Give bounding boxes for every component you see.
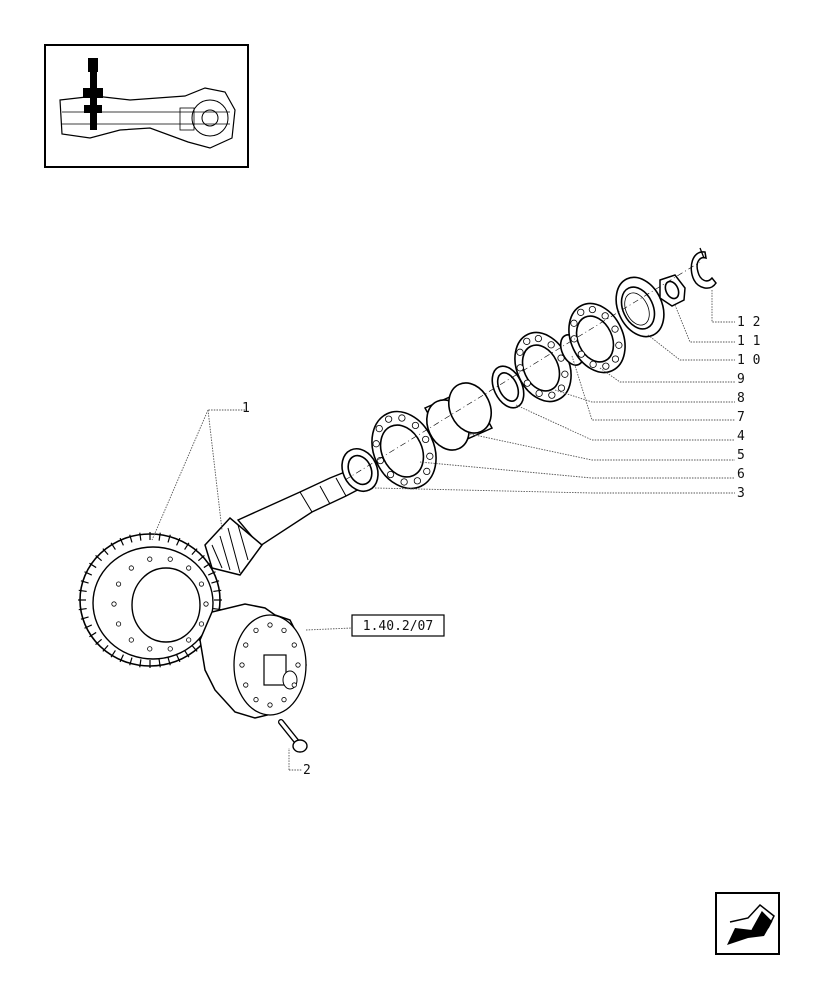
bearing-9	[568, 302, 626, 374]
callout-1: 1	[242, 401, 250, 416]
callout-12: 1 2	[737, 315, 760, 330]
callout-4: 4	[737, 429, 745, 444]
ring-gear	[78, 532, 222, 668]
washer-3	[341, 448, 379, 492]
lock-ring-12	[690, 247, 717, 289]
callout-9: 9	[737, 372, 745, 387]
callout-2: 2	[303, 763, 311, 778]
next-page-arrow-icon[interactable]	[715, 892, 780, 955]
callout-5: 5	[737, 448, 745, 463]
reference-link-text[interactable]: 1.40.2/07	[363, 619, 433, 634]
pinion-shaft	[204, 469, 367, 576]
callout-3: 3	[737, 486, 745, 501]
bolt	[278, 719, 308, 753]
reference-link-box[interactable]: 1.40.2/07	[351, 614, 445, 637]
callout-11: 1 1	[737, 334, 760, 349]
differential-housing	[199, 603, 307, 719]
shim-4	[491, 365, 525, 409]
nut-11	[659, 274, 686, 307]
callout-labels: 1 2 3 4 5 6 7 8 9 1 0 1 1 1 2	[242, 315, 760, 778]
callout-8: 8	[737, 391, 745, 406]
leader-lines	[151, 290, 735, 771]
callout-6: 6	[737, 467, 745, 482]
spacer-sleeve-5	[423, 382, 494, 451]
bearing-6	[371, 410, 437, 490]
callout-10: 1 0	[737, 353, 760, 368]
callout-7: 7	[737, 410, 745, 425]
axle-assembly-thumbnail-icon[interactable]	[44, 44, 249, 168]
